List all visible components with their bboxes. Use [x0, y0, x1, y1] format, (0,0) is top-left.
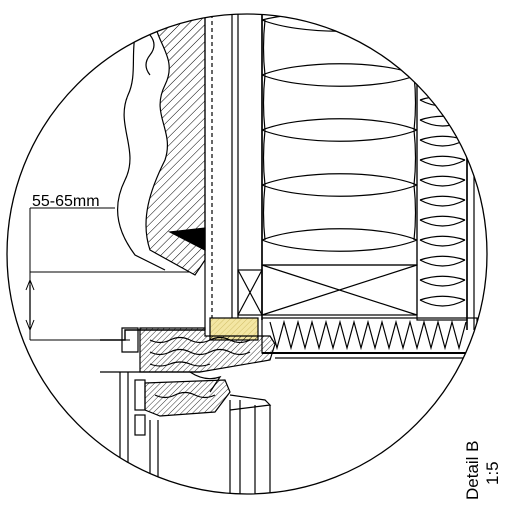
sash-grain: [154, 391, 216, 399]
wood-grain-3: [149, 361, 211, 367]
dimension-label: 55-65mm: [32, 193, 100, 210]
detail-title: Detail B: [463, 440, 482, 500]
block-diag-2: [237, 269, 263, 316]
detail-circle: [6, 13, 488, 495]
insulation-zone: [261, 14, 418, 266]
flashing-clip: [121, 327, 139, 353]
dimension-arrow-down: [25, 319, 35, 332]
glazing-spacer: [134, 414, 146, 436]
cladding-profile: [145, 14, 206, 276]
insulation-side-loops: [262, 19, 417, 241]
detail-scale: 1:5: [483, 461, 502, 485]
dimension-arrow-up: [25, 278, 35, 291]
wood-grain-1: [149, 336, 251, 344]
weather-seal: [189, 371, 222, 393]
insulation-loops: [261, 14, 418, 252]
strip-zigzag: [269, 319, 467, 351]
bracing-diag-2: [261, 264, 418, 316]
drip-profile: [229, 394, 272, 411]
column-loops: [419, 75, 466, 307]
cladding-wave-line: [145, 14, 155, 76]
wood-grain-2: [149, 348, 251, 356]
sash-profile: [144, 379, 231, 417]
cladding-outer-line: [117, 14, 166, 271]
glazing-bead: [134, 379, 146, 411]
